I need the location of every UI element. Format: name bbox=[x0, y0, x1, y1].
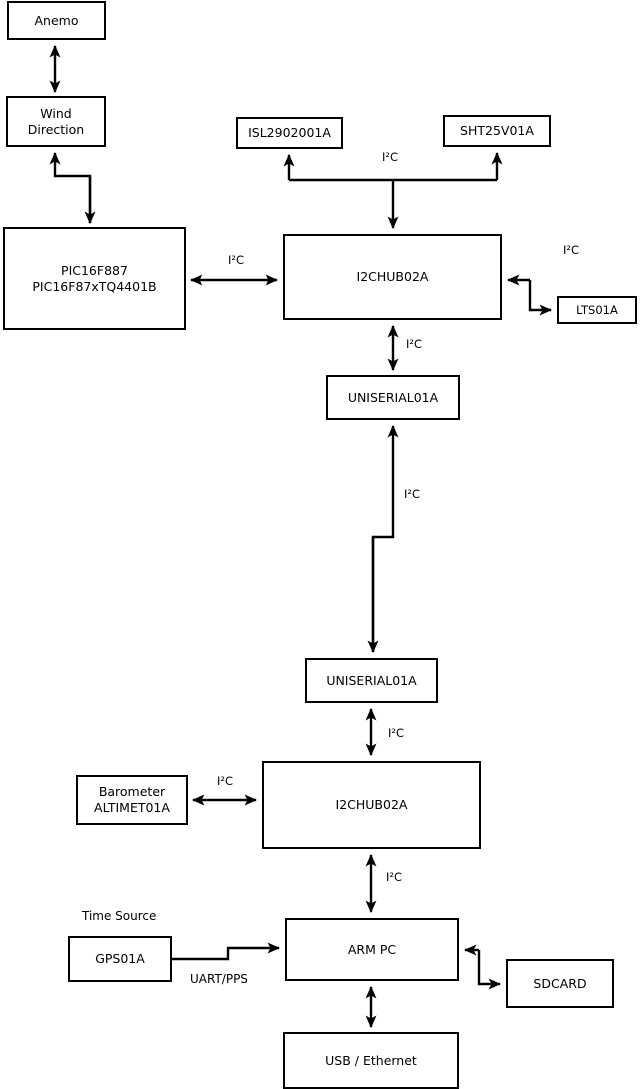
node-barometer-altimet01a-label: Barometer ALTIMET01A bbox=[94, 784, 170, 815]
node-uniserial01a-top[interactable]: UNISERIAL01A bbox=[326, 375, 460, 420]
node-i2chub02a-bottom-label: I2CHUB02A bbox=[335, 797, 408, 813]
node-anemo-label: Anemo bbox=[34, 12, 79, 28]
connector-gps-armpc bbox=[172, 942, 280, 961]
node-usb-ethernet[interactable]: USB / Ethernet bbox=[283, 1032, 459, 1089]
node-sht25v01a[interactable]: SHT25V01A bbox=[443, 115, 551, 147]
node-uniserial01a-bottom[interactable]: UNISERIAL01A bbox=[305, 658, 438, 703]
connector-armpc-sdcard-in bbox=[477, 950, 501, 990]
node-barometer-altimet01a[interactable]: Barometer ALTIMET01A bbox=[76, 775, 188, 825]
node-lts01a[interactable]: LTS01A bbox=[557, 296, 637, 324]
node-sht25v01a-label: SHT25V01A bbox=[460, 123, 534, 139]
node-isl2902001a[interactable]: ISL2902001A bbox=[236, 117, 343, 149]
node-i2chub02a-top[interactable]: I2CHUB02A bbox=[283, 234, 502, 320]
node-usb-ethernet-label: USB / Ethernet bbox=[325, 1052, 417, 1068]
node-sdcard-label: SDCARD bbox=[533, 975, 587, 991]
edge-label-i2c-hub-uniserial: I²C bbox=[406, 337, 423, 351]
node-sdcard[interactable]: SDCARD bbox=[506, 959, 614, 1008]
node-anemo[interactable]: Anemo bbox=[7, 1, 106, 40]
node-gps01a-label: GPS01A bbox=[95, 951, 145, 967]
edge-label-i2c-uniserial-hub: I²C bbox=[388, 726, 405, 740]
label-time-source: Time Source bbox=[82, 909, 157, 923]
node-uniserial01a-bottom-label: UNISERIAL01A bbox=[326, 672, 417, 688]
edge-label-uart-pps: UART/PPS bbox=[190, 972, 248, 986]
connector-uniserial-link bbox=[371, 425, 399, 652]
edge-label-i2c-baro-hub: I²C bbox=[217, 774, 234, 788]
connector-winddir-pic bbox=[49, 152, 92, 223]
connector-hub-lts-in bbox=[528, 280, 552, 316]
node-arm-pc[interactable]: ARM PC bbox=[285, 918, 459, 981]
node-arm-pc-label: ARM PC bbox=[347, 941, 397, 957]
edge-label-i2c-pic-hub: I²C bbox=[228, 253, 245, 267]
node-wind-direction-label: Wind Direction bbox=[27, 105, 85, 137]
node-isl2902001a-label: ISL2902001A bbox=[248, 125, 331, 141]
node-i2chub02a-bottom[interactable]: I2CHUB02A bbox=[262, 761, 481, 849]
node-lts01a-label: LTS01A bbox=[576, 302, 618, 317]
node-i2chub02a-top-label: I2CHUB02A bbox=[356, 269, 429, 285]
node-gps01a[interactable]: GPS01A bbox=[68, 936, 172, 982]
edge-label-i2c-hub-lts: I²C bbox=[563, 243, 580, 257]
node-pic-microcontroller-label: PIC16F887 PIC16F87xTQ4401B bbox=[32, 262, 157, 294]
edge-label-i2c-sensors-top: I²C bbox=[382, 150, 399, 164]
edge-label-i2c-hub-armpc: I²C bbox=[386, 870, 403, 884]
node-pic-microcontroller[interactable]: PIC16F887 PIC16F87xTQ4401B bbox=[3, 227, 186, 330]
edge-label-i2c-uniserial-link: I²C bbox=[404, 487, 421, 501]
node-uniserial01a-top-label: UNISERIAL01A bbox=[347, 389, 439, 405]
node-wind-direction[interactable]: Wind Direction bbox=[6, 96, 106, 147]
